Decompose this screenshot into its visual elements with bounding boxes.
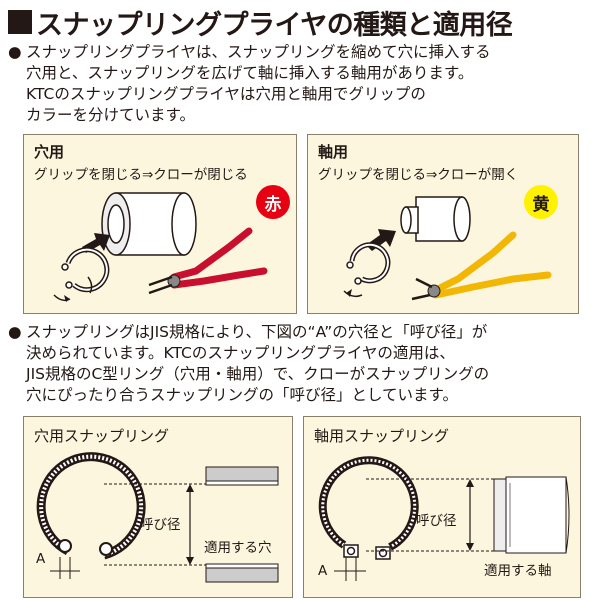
shaft-panel-heading: 軸用 xyxy=(318,143,349,161)
hole-wall-icon xyxy=(205,466,279,583)
hole-snap-ring-panel: 穴用スナップリング 呼び径 適用する穴 A xyxy=(23,416,293,598)
shaft-pliers-icon xyxy=(411,231,552,301)
bullet-icon: ● xyxy=(8,323,22,341)
jis-line: JIS規格のC型リング（穴用・軸用）で、クローがスナップリングの xyxy=(26,365,490,383)
hole-nominal-label: 呼び径 xyxy=(140,517,181,533)
bullet-icon: ● xyxy=(8,43,22,61)
applicable-hole-label: 適用する穴 xyxy=(204,540,272,556)
shaft-ring-title: 軸用スナップリング xyxy=(314,427,450,445)
shaft-cylinder-icon xyxy=(400,196,471,242)
hole-a-label: A xyxy=(36,551,46,567)
jis-line: 穴にぴったり合うスナップリングの「呼び径」としています。 xyxy=(26,386,458,404)
intro-line: カラーを分けています。 xyxy=(26,106,195,124)
snap-ring-icon xyxy=(53,247,110,302)
shaft-icon xyxy=(493,476,570,554)
intro-paragraph: ● スナップリングプライヤは、スナップリングを縮めて穴に挿入する 穴用と、スナッ… xyxy=(8,42,491,126)
page-title-text: スナップリングプライヤの種類と適用径 xyxy=(36,9,513,41)
hole-pliers-panel: 穴用 グリップを閉じる⇒クローが閉じる 赤 xyxy=(23,134,297,314)
hole-pliers-icon xyxy=(148,227,268,295)
title-square-icon xyxy=(8,10,32,34)
intro-line: KTCのスナップリングプライヤは穴用と軸用でグリップの xyxy=(26,85,426,103)
snap-ring-icon xyxy=(343,242,391,298)
shaft-pliers-illustration xyxy=(343,196,552,301)
hole-snap-ring-icon xyxy=(36,452,146,560)
jis-line: 決められています。KTCのスナップリングプライヤの適用は、 xyxy=(26,344,455,362)
hole-panel-description: グリップを閉じる⇒クローが閉じる xyxy=(34,167,248,183)
intro-line: スナップリングプライヤは、スナップリングを縮めて穴に挿入する xyxy=(26,43,491,61)
shaft-snap-ring-diagram xyxy=(318,456,570,581)
hole-cylinder-icon xyxy=(101,192,197,256)
hole-ring-title: 穴用スナップリング xyxy=(34,427,170,445)
shaft-a-label: A xyxy=(318,563,328,579)
jis-line: スナップリングはJIS規格により、下図の“A”の穴径と「呼び径」が xyxy=(26,323,488,341)
page-title: スナップリングプライヤの種類と適用径 xyxy=(8,4,513,41)
shaft-pliers-panel: 軸用 グリップを閉じる⇒クローが開く 黄 xyxy=(307,134,579,314)
shaft-snap-ring-icon xyxy=(318,456,419,560)
shaft-snap-ring-panel: 軸用スナップリング 呼び径 適用する軸 A xyxy=(303,416,581,598)
hole-pliers-illustration xyxy=(53,192,268,302)
yellow-color-badge: 黄 xyxy=(524,185,558,219)
hole-snap-ring-diagram xyxy=(36,452,279,583)
intro-line: 穴用と、スナップリングを広げて軸に挿入する軸用があります。 xyxy=(26,64,474,82)
applicable-shaft-label: 適用する軸 xyxy=(484,563,552,579)
red-color-badge: 赤 xyxy=(256,185,290,219)
hole-panel-heading: 穴用 xyxy=(34,143,65,161)
shaft-nominal-label: 呼び径 xyxy=(416,513,457,529)
shaft-panel-description: グリップを閉じる⇒クローが開く xyxy=(318,167,519,183)
jis-paragraph: ● スナップリングはJIS規格により、下図の“A”の穴径と「呼び径」が 決められ… xyxy=(8,322,490,406)
